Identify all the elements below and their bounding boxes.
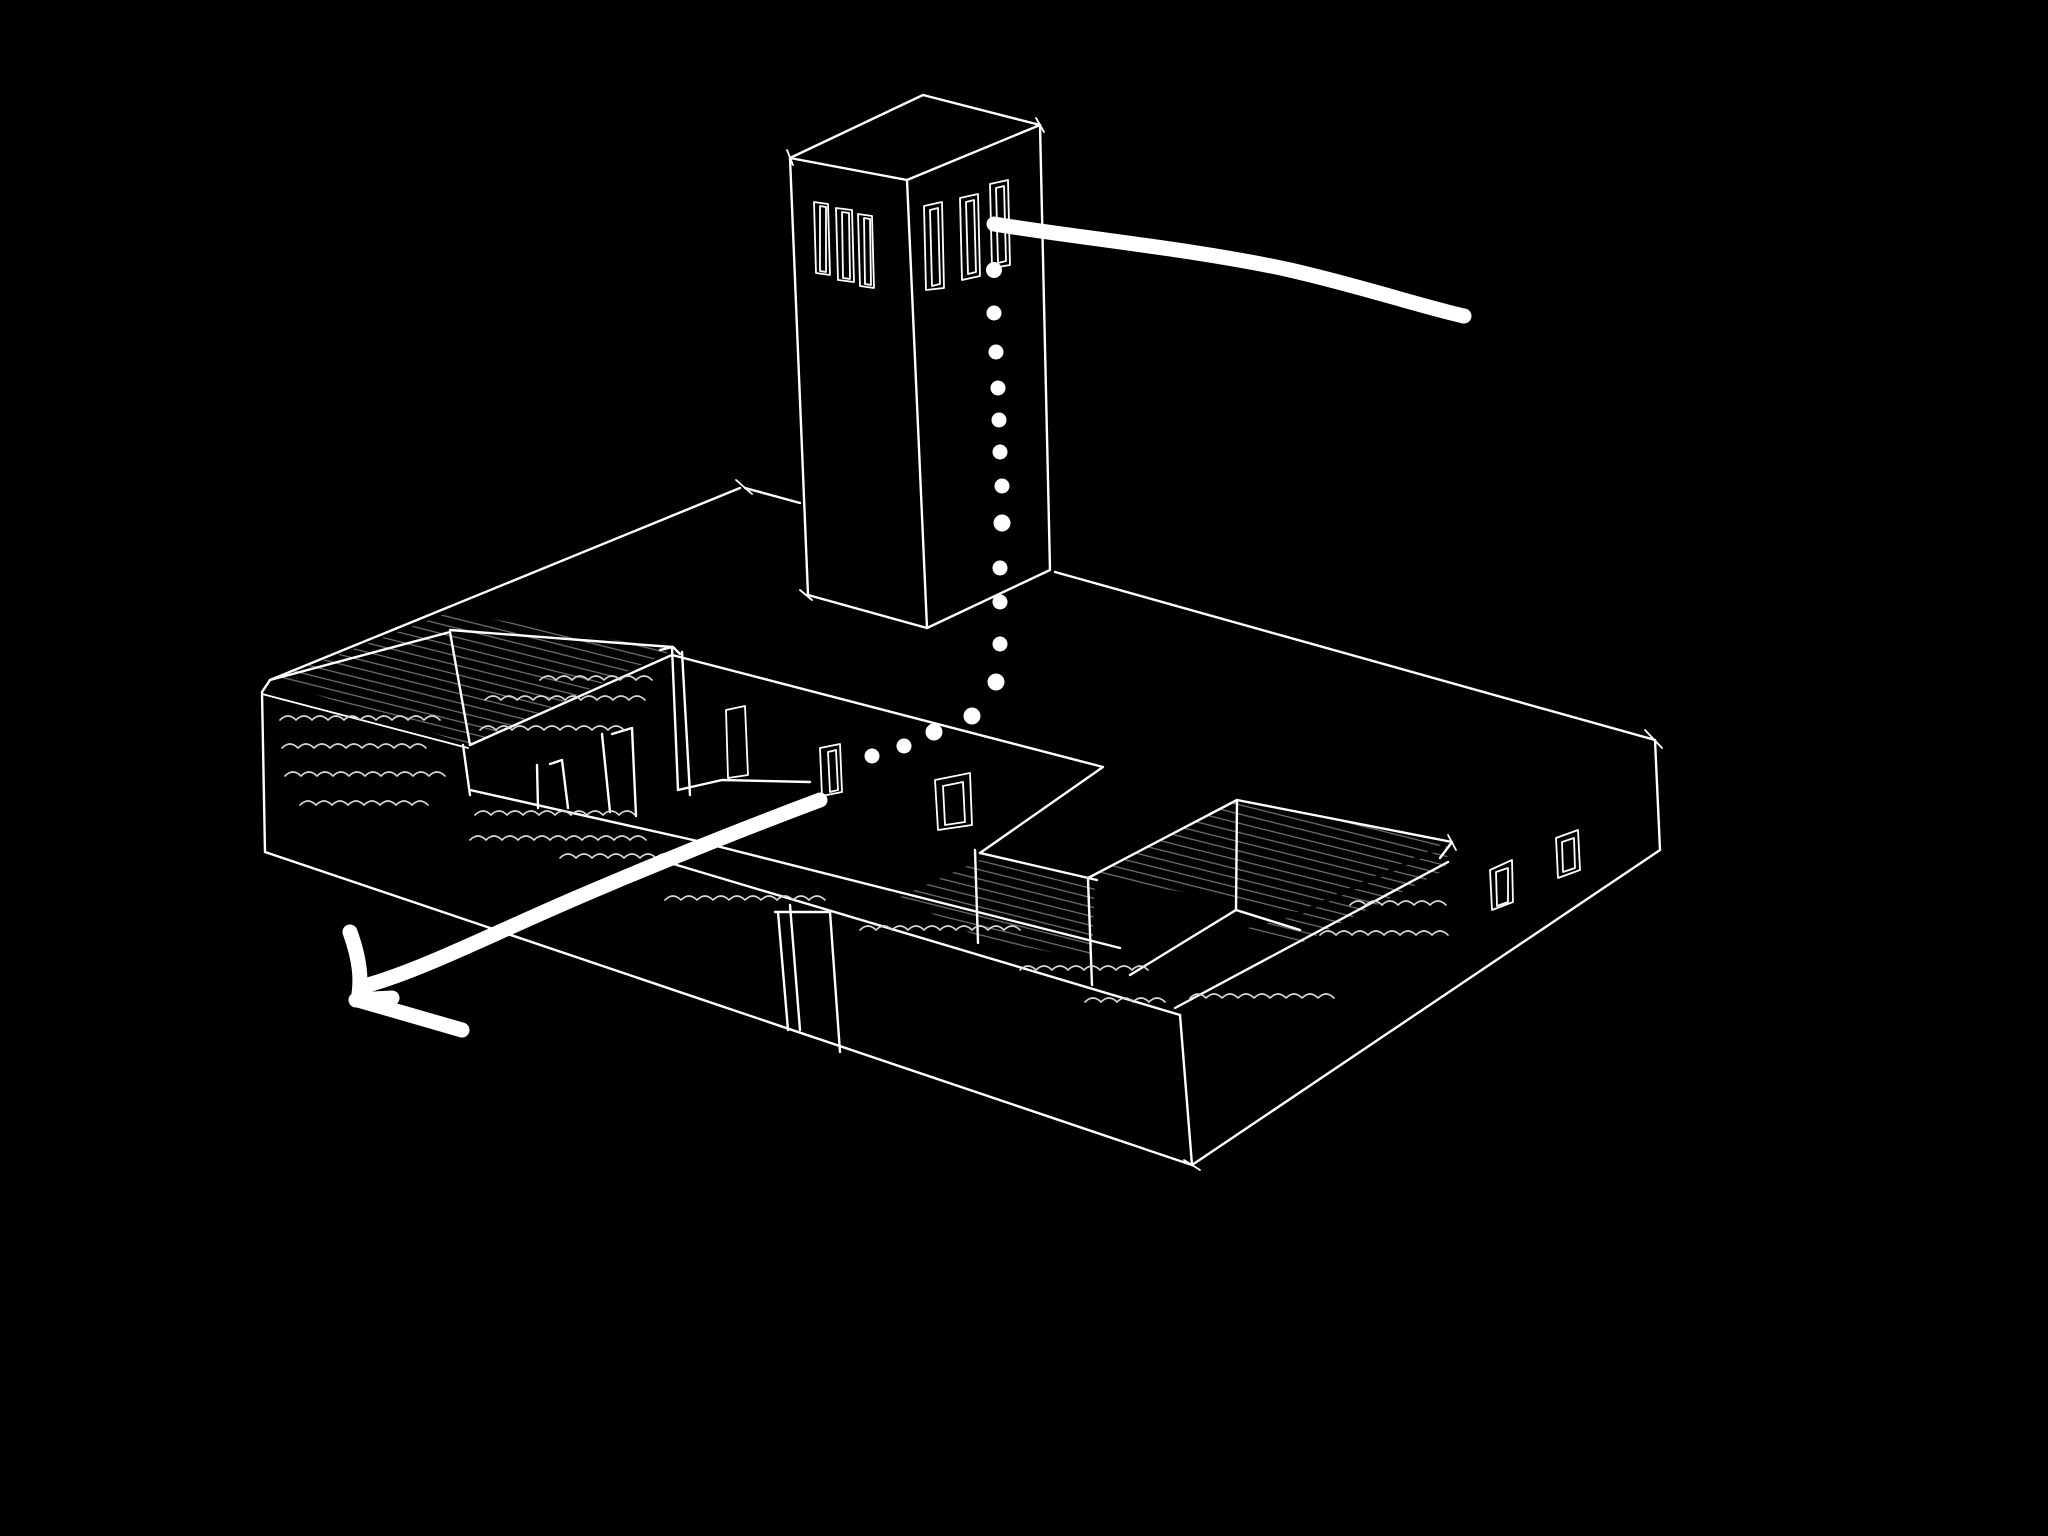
wind-tower: [786, 93, 1052, 630]
roof-shade-right: [900, 800, 1452, 960]
airflow-inlet-arrow: [986, 216, 1472, 324]
airflow-dotted-downdraft: [864, 262, 1011, 764]
building-windows: [725, 705, 1581, 911]
courtyard-building: [260, 479, 1663, 1171]
roof-shade-left: [272, 612, 673, 745]
airflow-outlet-arrow: [342, 792, 828, 1038]
